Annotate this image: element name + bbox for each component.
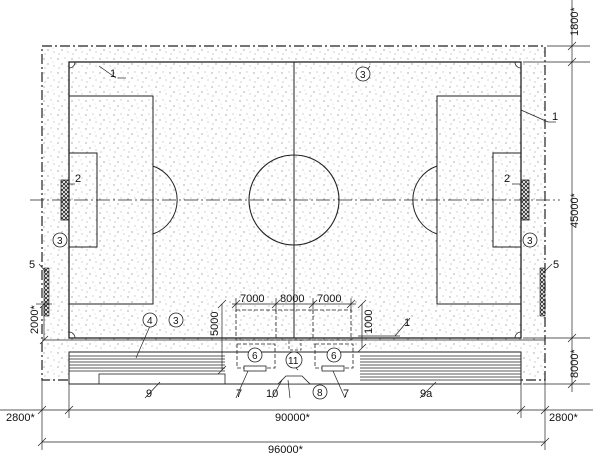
dim-zone-small: 1000 <box>363 310 375 334</box>
callout-1-bottom: 1 <box>404 317 410 329</box>
dim-left-offset: 2000* <box>29 305 41 334</box>
callout-3-right: 3 <box>527 236 533 247</box>
callout-3-left: 3 <box>57 236 63 247</box>
dim-left-side: 2800* <box>6 412 35 424</box>
path-lines-left <box>69 355 225 372</box>
callout-10: 10 <box>266 388 278 400</box>
zone-small-box <box>288 339 302 351</box>
dim-overall-length: 96000* <box>268 444 304 456</box>
tunnel-entrance <box>277 375 311 385</box>
callout-circle-6-left: 6 <box>247 347 263 363</box>
callout-3-top: 3 <box>360 70 366 81</box>
dim-zone-left: 7000 <box>240 293 264 305</box>
box-right <box>321 365 345 372</box>
callout-circle-6-right: 6 <box>326 347 342 363</box>
callout-5-left: 5 <box>29 259 35 271</box>
dim-bottom-strip: 8000* <box>569 349 581 378</box>
dim-zone-depth: 5000 <box>209 312 221 336</box>
callout-6-left: 6 <box>252 351 258 362</box>
corner-arc-tl <box>68 61 76 69</box>
callout-4: 4 <box>147 316 153 327</box>
dim-zone-mid: 8000 <box>280 293 304 305</box>
callout-circle-8: 8 <box>312 384 328 400</box>
callout-circle-3-right: 3 <box>522 232 538 248</box>
callout-circle-3-left: 3 <box>52 232 68 248</box>
callout-7-right: 7 <box>343 388 349 400</box>
dim-field-length: 90000* <box>275 412 311 424</box>
callout-11: 11 <box>288 356 299 367</box>
callout-9a: 9a <box>420 388 433 400</box>
callout-6-right: 6 <box>331 351 337 362</box>
stand-right-hatch <box>360 355 521 381</box>
zone-outline <box>235 309 352 341</box>
fence-right <box>539 267 546 317</box>
fence-left <box>43 267 50 317</box>
callout-1-top: 1 <box>110 68 116 80</box>
stand-left <box>98 373 226 385</box>
dim-field-width: 45000* <box>569 192 581 228</box>
corner-arc-tr <box>514 61 522 69</box>
callout-circle-4: 4 <box>142 312 158 328</box>
callout-7-left: 7 <box>236 388 242 400</box>
callout-3-bottom: 3 <box>173 316 179 327</box>
dim-top-margin: 1800* <box>569 7 581 36</box>
callout-2-left: 2 <box>75 173 81 185</box>
callout-1-right: 1 <box>552 111 558 123</box>
penalty-arc-left <box>152 165 178 235</box>
corner-arc-br <box>514 331 522 339</box>
goal-left <box>60 179 70 221</box>
penalty-arc-right <box>412 165 438 235</box>
callout-5-right: 5 <box>553 259 559 271</box>
callout-circle-11: 11 <box>285 351 303 369</box>
goal-right <box>520 179 530 221</box>
box-left <box>243 365 267 372</box>
dim-right-side: 2800* <box>549 412 578 424</box>
callout-circle-3-top: 3 <box>355 66 371 82</box>
corner-arc-bl <box>68 331 76 339</box>
callout-9: 9 <box>146 388 152 400</box>
callout-8: 8 <box>317 388 323 399</box>
callout-2-right: 2 <box>504 173 510 185</box>
callout-circle-3-bottom: 3 <box>168 312 184 328</box>
dim-zone-right: 7000 <box>317 293 341 305</box>
